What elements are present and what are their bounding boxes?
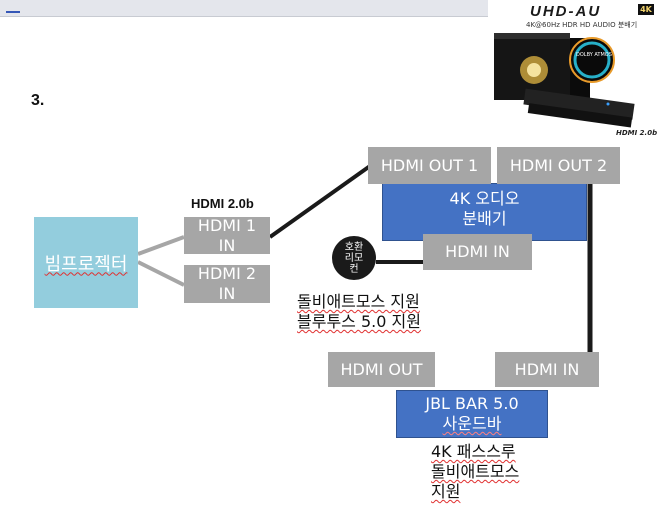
hdmi2-line2: IN xyxy=(218,284,236,303)
soundbar-features: 4K 패스스루 돌비애트모스 지원 xyxy=(431,442,571,502)
product-image: UHD-AU 4K 4K@60Hz HDR HD AUDIO 분배기 DOLBY… xyxy=(488,0,660,140)
step-number: 3. xyxy=(31,92,45,109)
soundbar-feature-3: 지원 xyxy=(431,482,461,501)
dolby-text: DOLBY ATMOS xyxy=(576,52,612,58)
projector-hdmi1-in: HDMI 1 IN xyxy=(184,215,270,255)
projector-hdmi2-in: HDMI 2 IN xyxy=(184,264,270,303)
audio-splitter-box: 4K 오디오 분배기 xyxy=(382,183,587,241)
soundbar-feature-2: 돌비애트모스 xyxy=(431,462,520,481)
retail-box-top xyxy=(494,33,570,39)
link-underline xyxy=(6,11,20,13)
dolby-circle xyxy=(569,37,615,83)
splitter-hdmi-in: HDMI IN xyxy=(423,234,532,270)
hdmi2-line1: HDMI 2 xyxy=(197,264,257,283)
splitter-feature-2: 블루투스 5.0 지원 xyxy=(297,312,421,331)
device-led xyxy=(606,102,610,106)
soundbar-name-line2: 사운드바 xyxy=(442,414,502,433)
splitter-name-line2: 분배기 xyxy=(462,209,507,228)
splitter-hdmi-out2: HDMI OUT 2 xyxy=(497,147,620,184)
remote-line3: 컨 xyxy=(349,263,359,275)
splitter-name-line1: 4K 오디오 xyxy=(449,189,520,208)
product-hdmi-label: HDMI 2.0b xyxy=(616,129,657,137)
hdmi1-line2: IN xyxy=(218,235,236,255)
remote-badge: 호환 리모 컨 xyxy=(332,236,376,280)
device-top xyxy=(523,88,635,120)
soundbar-box: JBL BAR 5.0 사운드바 xyxy=(396,390,548,438)
projector-label: 빔프로젝터 xyxy=(44,253,128,275)
product-brand: UHD-AU xyxy=(530,3,602,20)
projector-box: 빔프로젝터 xyxy=(34,217,138,308)
remote-line1: 호환 xyxy=(344,241,364,253)
cable-hdmi1-to-out1 xyxy=(268,164,372,239)
hdmi-version-label: HDMI 2.0b xyxy=(191,196,254,211)
product-subtitle: 4K@60Hz HDR HD AUDIO 분배기 xyxy=(526,21,638,29)
projector-to-hdmi1-link xyxy=(137,235,185,256)
document-top-bar xyxy=(0,0,488,17)
soundbar-feature-1: 4K 패스스루 xyxy=(431,442,516,461)
soundbar-name-line1: JBL BAR 5.0 xyxy=(425,394,519,413)
dolby-circle-ring xyxy=(573,41,611,79)
soundbar-hdmi-in: HDMI IN xyxy=(495,352,599,387)
splitter-feature-1: 돌비애트모스 지원 xyxy=(297,292,420,311)
remote-line2: 리모 xyxy=(344,252,364,264)
splitter-hdmi-out1: HDMI OUT 1 xyxy=(368,147,491,184)
hdmi1-line1: HDMI 1 xyxy=(197,215,257,235)
soundbar-hdmi-out: HDMI OUT xyxy=(328,352,435,387)
splitter-features: 돌비애트모스 지원 블루투스 5.0 지원 xyxy=(297,292,477,332)
product-box-graphic: DOLBY ATMOS HDMI 2.0b xyxy=(494,33,657,137)
projector-to-hdmi2-link xyxy=(137,260,185,287)
product-4k-badge: 4K xyxy=(638,4,654,15)
device-front xyxy=(527,103,633,128)
retail-box-glow-inner xyxy=(527,63,541,77)
